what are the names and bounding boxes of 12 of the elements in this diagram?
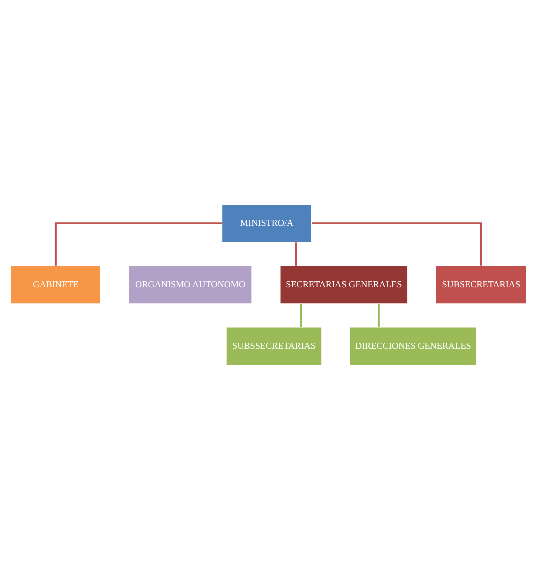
node-box: DIRECCIONES GENERALES	[350, 327, 478, 366]
node-box: MINISTRO/A	[222, 204, 312, 243]
connector	[300, 304, 302, 328]
connector	[54, 222, 222, 266]
node-box: ORGANISMO AUTONOMO	[128, 266, 252, 304]
node-box: SUBSECRETARIAS	[436, 266, 528, 304]
connector	[312, 222, 482, 266]
connector	[295, 242, 298, 266]
node-box: SUBSSECRETARIAS	[226, 327, 322, 366]
node-box: SECRETARIAS GENERALES	[280, 266, 408, 304]
node-box: GABINETE	[10, 266, 102, 304]
connector	[378, 304, 380, 328]
